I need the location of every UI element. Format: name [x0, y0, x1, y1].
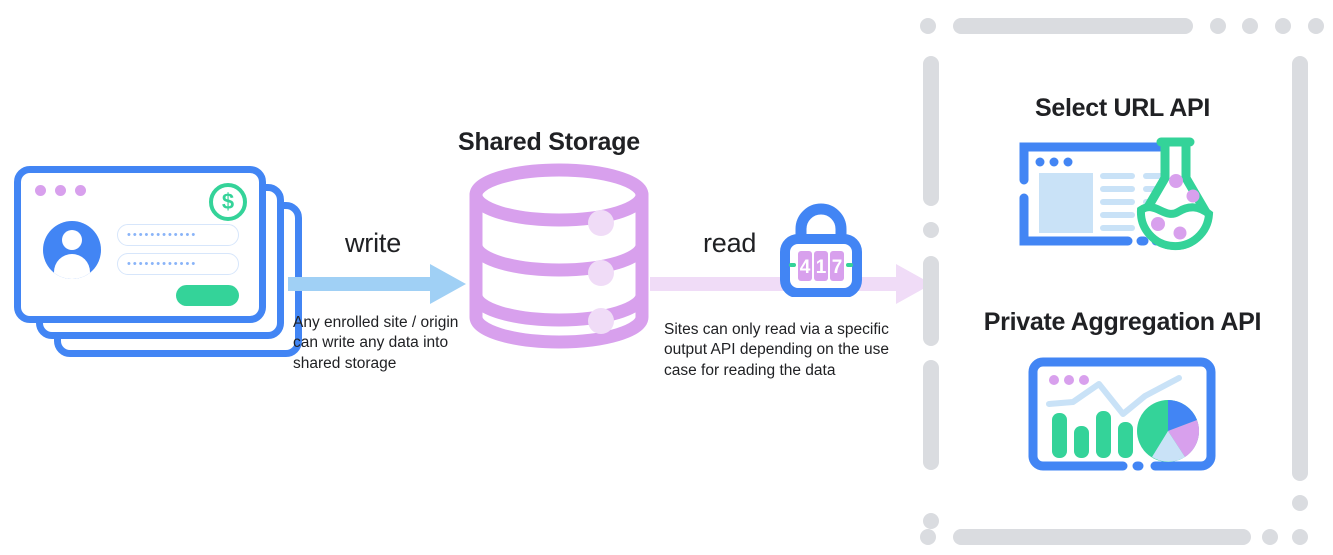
panel-border-dash [1292, 56, 1308, 481]
stacked-browser-windows: $ •••••••••••• •••••••••••• [14, 166, 304, 361]
private-aggregation-api-title: Private Aggregation API [983, 308, 1262, 336]
panel-border-dash [1210, 18, 1226, 34]
panel-border-dash [923, 256, 939, 346]
window-dot-icon [35, 185, 46, 196]
panel-border-dash [920, 529, 936, 545]
panel-border-dash [923, 513, 939, 529]
avatar-head [62, 230, 82, 250]
panel-border-dash [1262, 529, 1278, 545]
write-label: write [345, 228, 402, 258]
panel-border-dash [923, 360, 939, 470]
dollar-badge-icon: $ [209, 183, 247, 221]
window-dots [35, 185, 86, 196]
panel-border-dash [1242, 18, 1258, 34]
dollar-symbol: $ [221, 189, 235, 214]
panel-border-dash [920, 18, 936, 34]
panel-border-dash [953, 529, 1251, 545]
shared-storage-cylinder-icon [469, 163, 649, 349]
window-dot-icon [75, 185, 86, 196]
storage-record-dot [588, 308, 614, 334]
shared-storage-title: Shared Storage [458, 128, 640, 156]
storage-record-dot [588, 260, 614, 286]
panel-border-dash [923, 222, 939, 238]
username-field[interactable]: •••••••••••• [117, 224, 239, 246]
panel-border-dash [1292, 495, 1308, 511]
select-url-api-title: Select URL API [1034, 94, 1211, 122]
lock-combination-digits: 4 1 7 [798, 251, 844, 281]
panel-border-dash [1308, 18, 1324, 34]
password-field[interactable]: •••••••••••• [117, 253, 239, 275]
write-caption: Any enrolled site / origin can write any… [293, 314, 459, 372]
read-label: read [703, 228, 757, 258]
panel-border-dash [1275, 18, 1291, 34]
submit-button[interactable] [176, 285, 239, 306]
svg-text:4: 4 [800, 257, 811, 278]
panel-border-dash [953, 18, 1193, 34]
write-arrow-icon [288, 264, 466, 304]
svg-text:1: 1 [816, 257, 827, 278]
output-apis-panel: Select URL API Private Aggregation API [920, 8, 1325, 548]
avatar [43, 221, 101, 279]
lock-icon: 4 1 7 [780, 203, 862, 297]
read-caption: Sites can only read via a specific outpu… [664, 321, 889, 379]
panel-border-dash [923, 56, 939, 206]
avatar-body [54, 254, 90, 279]
window-dot-icon [55, 185, 66, 196]
storage-record-dot [588, 210, 614, 236]
panel-border-dash [1292, 529, 1308, 545]
browser-window-front: $ •••••••••••• •••••••••••• [14, 166, 266, 323]
browser-flask-icon [1019, 137, 1214, 251]
svg-text:7: 7 [832, 257, 843, 278]
browser-chart-icon [1028, 357, 1216, 471]
